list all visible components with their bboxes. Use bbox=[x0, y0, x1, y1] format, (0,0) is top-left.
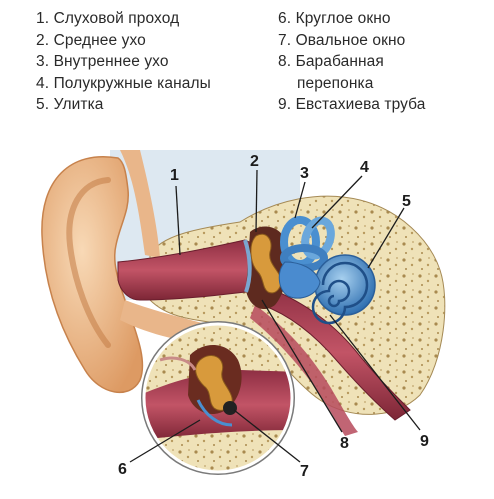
callout-7: 7 bbox=[300, 463, 309, 480]
leader-lines bbox=[129, 169, 421, 463]
callout-5: 5 bbox=[402, 193, 411, 210]
ossicles bbox=[250, 233, 282, 294]
legend-item-9: 9. Евстахиева труба bbox=[278, 96, 426, 113]
vestibule bbox=[278, 261, 321, 299]
pinna-fold bbox=[66, 177, 111, 348]
legend-item-1: 1. Слуховой проход bbox=[36, 10, 180, 27]
head-skin bbox=[120, 150, 160, 258]
pinna bbox=[41, 156, 144, 394]
cochlea bbox=[311, 254, 376, 325]
callout-8: 8 bbox=[340, 435, 349, 452]
legend-right: 6. Круглое окно 7. Овальное окно 8. Бара… bbox=[278, 8, 425, 116]
legend-item-8-continuation: перепонка bbox=[297, 74, 374, 92]
tympanic-membrane bbox=[243, 239, 252, 293]
legend-item-7: 7. Овальное окно bbox=[278, 31, 406, 49]
callout-1: 1 bbox=[170, 167, 179, 184]
callout-3: 3 bbox=[300, 165, 309, 182]
magnified-inset bbox=[141, 321, 295, 475]
legend-item-5: 5. Улитка bbox=[36, 96, 104, 113]
legend-left: 1. Слуховой проход 2. Среднее ухо 3. Вну… bbox=[36, 8, 211, 116]
callout-2: 2 bbox=[250, 153, 259, 170]
legend-item-2: 2. Среднее ухо bbox=[36, 31, 146, 49]
eustachian-tube bbox=[261, 284, 411, 421]
legend-item-3: 3. Внутреннее ухо bbox=[36, 53, 169, 70]
callout-9: 9 bbox=[420, 433, 429, 450]
legend-item-8: 8. Барабанная bbox=[278, 53, 384, 70]
callout-4: 4 bbox=[360, 159, 369, 176]
callout-6: 6 bbox=[118, 461, 127, 478]
ear-canal bbox=[117, 239, 263, 301]
legend-item-6: 6. Круглое окно bbox=[278, 10, 391, 27]
legend-item-4: 4. Полукружные каналы bbox=[36, 74, 211, 92]
